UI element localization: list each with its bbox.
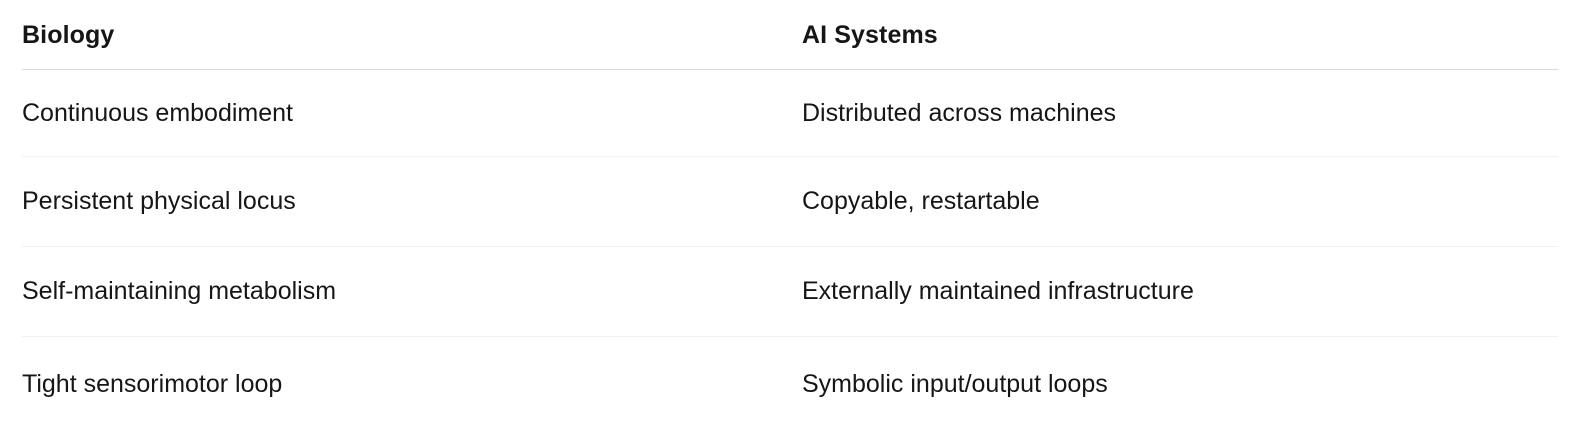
table-row: Self-maintaining metabolism Externally m… xyxy=(22,247,1558,337)
column-header-ai-systems: AI Systems xyxy=(802,20,938,49)
cell-biology: Persistent physical locus xyxy=(22,187,296,216)
cell-ai-systems: Distributed across machines xyxy=(802,98,1117,127)
table-row: Continuous embodiment Distributed across… xyxy=(22,70,1558,157)
column-header-biology: Biology xyxy=(22,20,115,49)
cell-ai-systems: Symbolic input/output loops xyxy=(802,370,1108,399)
cell-biology: Self-maintaining metabolism xyxy=(22,277,337,306)
table-row: Tight sensorimotor loop Symbolic input/o… xyxy=(22,337,1558,432)
table-header-row: Biology AI Systems xyxy=(22,0,1558,71)
cell-biology: Tight sensorimotor loop xyxy=(22,370,283,399)
cell-ai-systems: Copyable, restartable xyxy=(802,187,1040,216)
cell-ai-systems: Externally maintained infrastructure xyxy=(802,277,1194,306)
table-row: Persistent physical locus Copyable, rest… xyxy=(22,157,1558,247)
cell-biology: Continuous embodiment xyxy=(22,98,293,127)
